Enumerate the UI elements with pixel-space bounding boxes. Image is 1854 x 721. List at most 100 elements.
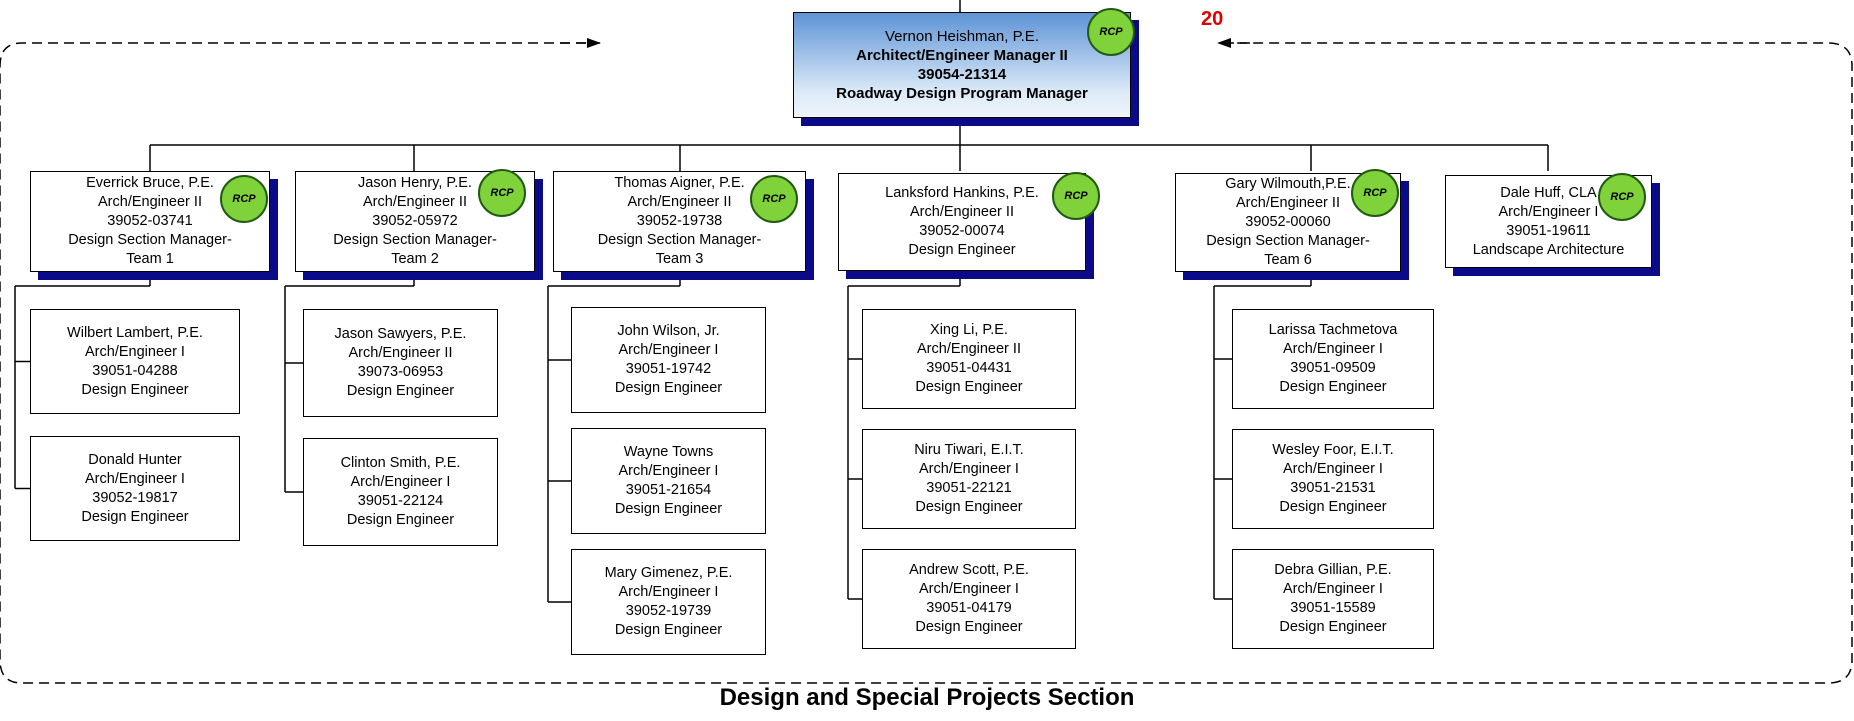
- person-name: Dale Huff, CLA: [1500, 184, 1597, 201]
- chart-number: 20: [1201, 8, 1224, 30]
- person-name: Debra Gillian, P.E.: [1274, 562, 1392, 578]
- role-description: Design Engineer: [908, 242, 1016, 258]
- member-box: Jason Sawyers, P.E. Arch/Engineer II 39073…: [303, 309, 498, 417]
- role-description: Design Section Manager-: [333, 232, 497, 248]
- role-description: Design Engineer: [915, 379, 1023, 395]
- job-title: Arch/Engineer I: [1283, 581, 1383, 597]
- position-number: 39052-19739: [625, 603, 712, 619]
- role-description: Team 3: [655, 251, 704, 267]
- position-number: 39052-03741: [107, 213, 193, 229]
- job-title: Arch/Engineer I: [1283, 461, 1383, 477]
- position-number: 39051-04179: [926, 600, 1012, 616]
- job-title: Arch/Engineer II: [917, 341, 1021, 357]
- position-number: 39052-19738: [636, 213, 723, 229]
- rcp-badge-icon: RCP: [478, 169, 526, 217]
- job-title: Arch/Engineer II: [1236, 195, 1340, 211]
- person-name: Everrick Bruce, P.E.: [86, 175, 214, 191]
- rcp-badge-icon: RCP: [220, 175, 268, 223]
- role-description: Design Engineer: [915, 499, 1023, 515]
- person-name: Donald Hunter: [88, 451, 182, 468]
- member-box: Mary Gimenez, P.E. Arch/Engineer I 39052-1…: [571, 549, 766, 655]
- person-name: Gary Wilmouth,P.E.: [1225, 176, 1351, 192]
- job-title: Arch/Engineer I: [1498, 203, 1599, 220]
- rcp-badge-icon: RCP: [1598, 173, 1646, 221]
- job-title: Arch/Engineer II: [98, 194, 202, 210]
- person-name: Vernon Heishman, P.E.: [885, 28, 1039, 45]
- position-number: 39054-21314: [917, 66, 1007, 83]
- rcp-badge-icon: RCP: [1052, 172, 1100, 220]
- person-name: Clinton Smith, P.E.: [340, 455, 461, 471]
- position-number: 39051-15589: [1290, 600, 1376, 616]
- manager-box: Vernon Heishman, P.E. Architect/Engineer …: [793, 12, 1131, 118]
- position-number: 39051-19742: [625, 361, 712, 377]
- member-box: Debra Gillian, P.E. Arch/Engineer I 39051-…: [1232, 549, 1434, 649]
- role-description: Design Section Manager-: [1206, 233, 1370, 249]
- job-title: Arch/Engineer I: [85, 470, 185, 487]
- person-name: Jason Sawyers, P.E.: [334, 326, 467, 342]
- rcp-badge-icon: RCP: [1351, 169, 1399, 217]
- position-number: 39051-09509: [1290, 360, 1376, 376]
- position-number: 39051-22121: [926, 480, 1012, 496]
- rcp-badge-icon: RCP: [1087, 8, 1135, 56]
- person-name: Larissa Tachmetova: [1268, 322, 1398, 338]
- person-name: Jason Henry, P.E.: [358, 175, 472, 191]
- person-name: Lanksford Hankins, P.E.: [885, 185, 1039, 201]
- job-title: Arch/Engineer I: [919, 461, 1019, 477]
- person-name: Xing Li, P.E.: [930, 322, 1008, 338]
- member-box: Xing Li, P.E. Arch/Engineer II 39051-04431…: [862, 309, 1076, 409]
- role-description: Roadway Design Program Manager: [836, 85, 1088, 102]
- role-description: Design Engineer: [1279, 619, 1387, 635]
- lead-box-1: Everrick Bruce, P.E. Arch/Engineer II 3905…: [30, 171, 270, 272]
- position-number: 39051-21531: [1290, 480, 1376, 496]
- role-description: Design Engineer: [346, 383, 455, 399]
- job-title: Arch/Engineer I: [350, 474, 451, 490]
- person-name: Thomas Aigner, P.E.: [614, 175, 745, 191]
- person-name: Mary Gimenez, P.E.: [604, 565, 733, 581]
- job-title: Arch/Engineer I: [618, 342, 719, 358]
- role-description: Design Engineer: [81, 508, 189, 525]
- job-title: Arch/Engineer I: [618, 463, 719, 479]
- job-title: Arch/Engineer II: [348, 345, 453, 361]
- section-title: Design and Special Projects Section: [719, 684, 1135, 711]
- position-number: 39052-00060: [1245, 214, 1331, 230]
- role-description: Design Engineer: [614, 622, 723, 638]
- position-number: 39052-00074: [919, 223, 1005, 239]
- position-number: 39073-06953: [357, 364, 444, 380]
- role-description: Design Engineer: [614, 380, 723, 396]
- person-name: Niru Tiwari, E.I.T.: [914, 442, 1024, 458]
- member-box: Wesley Foor, E.I.T. Arch/Engineer I 39051-…: [1232, 429, 1434, 529]
- job-title: Architect/Engineer Manager II: [856, 47, 1068, 64]
- person-name: Wayne Towns: [623, 444, 714, 460]
- position-number: 39051-21654: [625, 482, 712, 498]
- member-box: Niru Tiwari, E.I.T. Arch/Engineer I 39051-…: [862, 429, 1076, 529]
- role-description: Team 6: [1264, 252, 1312, 268]
- role-description: Landscape Architecture: [1472, 241, 1625, 258]
- position-number: 39052-05972: [372, 213, 458, 229]
- role-description: Design Engineer: [81, 381, 189, 398]
- role-description: Design Section Manager-: [597, 232, 762, 248]
- role-description: Design Engineer: [1279, 499, 1387, 515]
- role-description: Design Engineer: [614, 501, 723, 517]
- person-name: Wesley Foor, E.I.T.: [1272, 442, 1394, 458]
- role-description: Team 1: [126, 251, 174, 267]
- position-number: 39052-19817: [92, 489, 178, 506]
- position-number: 39051-04431: [926, 360, 1012, 376]
- job-title: Arch/Engineer I: [618, 584, 719, 600]
- position-number: 39051-04288: [92, 362, 178, 379]
- person-name: Andrew Scott, P.E.: [909, 562, 1029, 578]
- job-title: Arch/Engineer II: [363, 194, 467, 210]
- rcp-badge-icon: RCP: [750, 175, 798, 223]
- role-description: Team 2: [391, 251, 439, 267]
- job-title: Arch/Engineer I: [85, 343, 185, 360]
- role-description: Design Section Manager-: [68, 232, 232, 248]
